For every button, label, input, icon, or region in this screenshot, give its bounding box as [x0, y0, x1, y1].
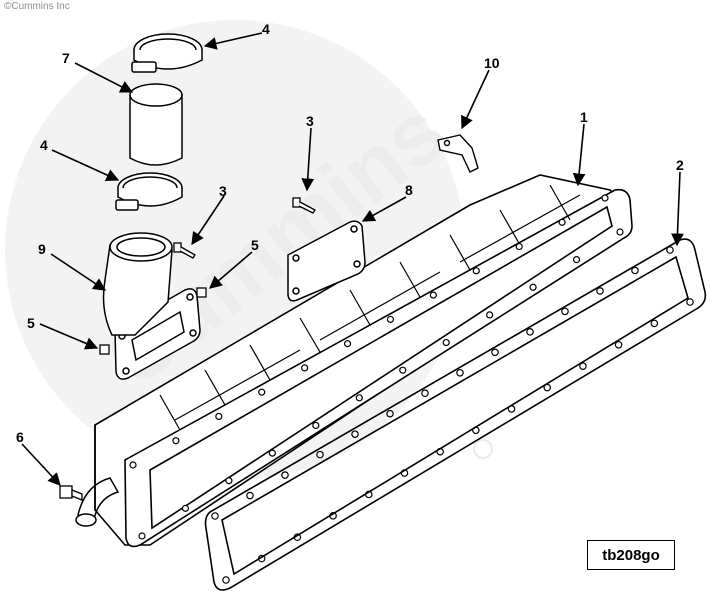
plug-5-left [99, 344, 110, 355]
bolt-hole [399, 366, 407, 374]
fitting-6 [59, 485, 83, 501]
bolt-hole [572, 256, 581, 264]
water-tube [75, 477, 120, 527]
bolt-hole [601, 194, 609, 202]
crossover-flange-part [114, 288, 201, 380]
bolt-hole [421, 389, 429, 398]
callout-3-left: 3 [219, 183, 227, 199]
bolt-hole [312, 421, 320, 430]
bolt-hole [172, 437, 180, 445]
bolt-hole [329, 512, 337, 520]
upper-clamp-part [131, 33, 203, 73]
bolt-hole [129, 461, 137, 469]
bolt-hole [616, 228, 624, 236]
bolt-hole [558, 218, 566, 226]
callout-2: 2 [676, 157, 684, 173]
callout-leaders [21, 32, 684, 486]
bolt-hole [316, 450, 324, 459]
bolt-hole [258, 388, 266, 396]
bolt-hole [491, 348, 499, 357]
callout-5-right: 5 [251, 237, 259, 253]
callout-7: 7 [62, 50, 70, 66]
bolt-hole [281, 471, 289, 479]
bolt-hole [631, 266, 639, 275]
bolt-hole [579, 362, 587, 370]
callout-1: 1 [580, 109, 588, 125]
bolt-hole [614, 340, 623, 349]
bolt-hole [561, 307, 569, 316]
bolt-hole [222, 576, 230, 584]
bolt-hole [400, 469, 409, 477]
bolt-hole [181, 504, 190, 512]
lower-clamp-part [115, 172, 183, 211]
bolt-hole [650, 319, 659, 328]
bolt-hole [246, 491, 254, 500]
bolt-hole [686, 298, 694, 306]
bolt-hole [355, 394, 363, 402]
cover-plate-part [287, 220, 366, 302]
bolt-hole [225, 477, 233, 485]
bolt-hole [138, 532, 146, 540]
bolt-hole [507, 405, 516, 413]
bolt-hole [301, 364, 309, 372]
bolt-hole [596, 287, 604, 295]
bracket-part [437, 134, 479, 173]
callout-9: 9 [38, 241, 46, 257]
intake-manifold-part [94, 174, 633, 548]
drawing-code-label: tb208go [587, 540, 675, 570]
bolt-hole [442, 338, 450, 347]
hose-part [129, 83, 183, 166]
bolt-hole [429, 291, 437, 299]
bolt-hole [515, 242, 523, 251]
capscrew-upper-cover [292, 197, 316, 214]
callout-4-lower: 4 [40, 137, 48, 153]
bolt-hole [215, 412, 223, 421]
bolt-hole [293, 533, 302, 542]
bolt-hole [351, 430, 359, 438]
callout-4-upper: 4 [262, 21, 270, 37]
bolt-hole [526, 328, 534, 336]
bolt-hole [386, 409, 394, 418]
bolt-hole [211, 512, 219, 520]
bolt-hole [386, 315, 395, 323]
bolt-hole [529, 283, 537, 291]
callout-5-left: 5 [27, 315, 35, 331]
callout-10: 10 [484, 55, 500, 71]
bolt-hole [257, 554, 266, 563]
bolt-hole [472, 267, 480, 275]
bolt-hole [268, 449, 276, 457]
bolt-hole [472, 426, 480, 435]
copyright-text: ©Cummins Inc [4, 1, 70, 12]
bolt-hole [456, 368, 464, 377]
gasket-part [204, 238, 707, 591]
bolt-hole [364, 490, 373, 499]
callout-6: 6 [16, 429, 24, 445]
capscrew-elbow [173, 242, 196, 259]
gasket-bolt-holes [211, 246, 694, 584]
callout-8: 8 [405, 182, 413, 198]
bolt-hole [343, 340, 352, 348]
manifold-bolt-holes [129, 194, 624, 540]
bolt-hole [666, 246, 674, 254]
plug-5-right [196, 287, 207, 298]
bolt-hole [486, 311, 494, 319]
callout-3-center: 3 [306, 113, 314, 129]
bolt-hole [543, 383, 552, 392]
bolt-hole [436, 447, 444, 456]
elbow-part [102, 232, 173, 336]
manifold-ribs [159, 184, 581, 431]
